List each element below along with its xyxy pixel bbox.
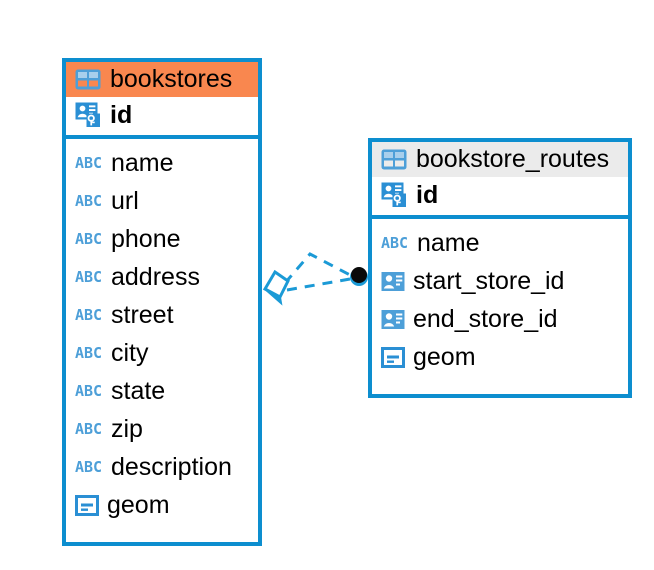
field-label: state [111,377,166,406]
entity-table-bookstore-routes[interactable]: bookstore_routes id ABC name [368,138,632,398]
field-row[interactable]: ABC url [75,183,250,221]
field-label: geom [107,491,170,520]
primary-key-icon [75,102,100,128]
geometry-icon [381,347,405,368]
abc-icon: ABC [75,154,103,172]
primary-key-label: id [416,181,439,210]
field-row[interactable]: ABC address [75,259,250,297]
foreign-key-icon [381,310,405,329]
field-label: geom [413,343,476,372]
primary-key-icon [381,182,406,208]
entity-table-bookstores[interactable]: bookstores id ABC name [62,58,262,546]
field-label: description [111,453,232,482]
abc-icon: ABC [75,230,103,248]
relationship-source-marker [262,269,290,306]
abc-icon: ABC [75,192,103,210]
relationship-line-upper [283,252,353,284]
field-list: ABC name start_store_id [372,219,628,384]
field-label: name [111,149,174,178]
primary-key-row[interactable]: id [66,97,258,139]
primary-key-label: id [110,101,133,130]
entity-title: bookstore_routes [416,145,610,173]
geometry-icon [75,495,99,516]
field-row[interactable]: start_store_id [381,263,620,301]
foreign-key-icon [381,272,405,291]
field-label: start_store_id [413,267,565,296]
field-label: end_store_id [413,305,558,334]
relationship-line-lower [286,277,351,292]
field-row[interactable]: ABC zip [75,411,250,449]
abc-icon: ABC [75,458,103,476]
field-row[interactable]: ABC description [75,449,250,487]
entity-title: bookstores [110,65,233,93]
abc-icon: ABC [381,234,409,252]
field-row[interactable]: geom [75,487,250,525]
entity-header[interactable]: bookstores [66,62,258,98]
table-icon [75,69,101,90]
abc-icon: ABC [75,344,103,362]
field-label: city [111,339,149,368]
primary-key-row[interactable]: id [372,177,628,219]
table-icon [381,149,407,170]
field-label: zip [111,415,143,444]
field-list: ABC name ABC url ABC phone ABC address A… [66,139,258,532]
field-row[interactable]: ABC street [75,297,250,335]
field-row[interactable]: ABC phone [75,221,250,259]
field-label: street [111,301,174,330]
field-row[interactable]: end_store_id [381,301,620,339]
entity-header[interactable]: bookstore_routes [372,142,628,178]
field-row[interactable]: ABC name [381,225,620,263]
abc-icon: ABC [75,382,103,400]
abc-icon: ABC [75,420,103,438]
relationship-target-marker [350,267,368,286]
field-label: name [417,229,480,258]
abc-icon: ABC [75,268,103,286]
field-label: phone [111,225,181,254]
field-label: url [111,187,139,216]
field-row[interactable]: ABC state [75,373,250,411]
field-label: address [111,263,200,292]
field-row[interactable]: geom [381,339,620,377]
field-row[interactable]: ABC name [75,145,250,183]
field-row[interactable]: ABC city [75,335,250,373]
abc-icon: ABC [75,306,103,324]
